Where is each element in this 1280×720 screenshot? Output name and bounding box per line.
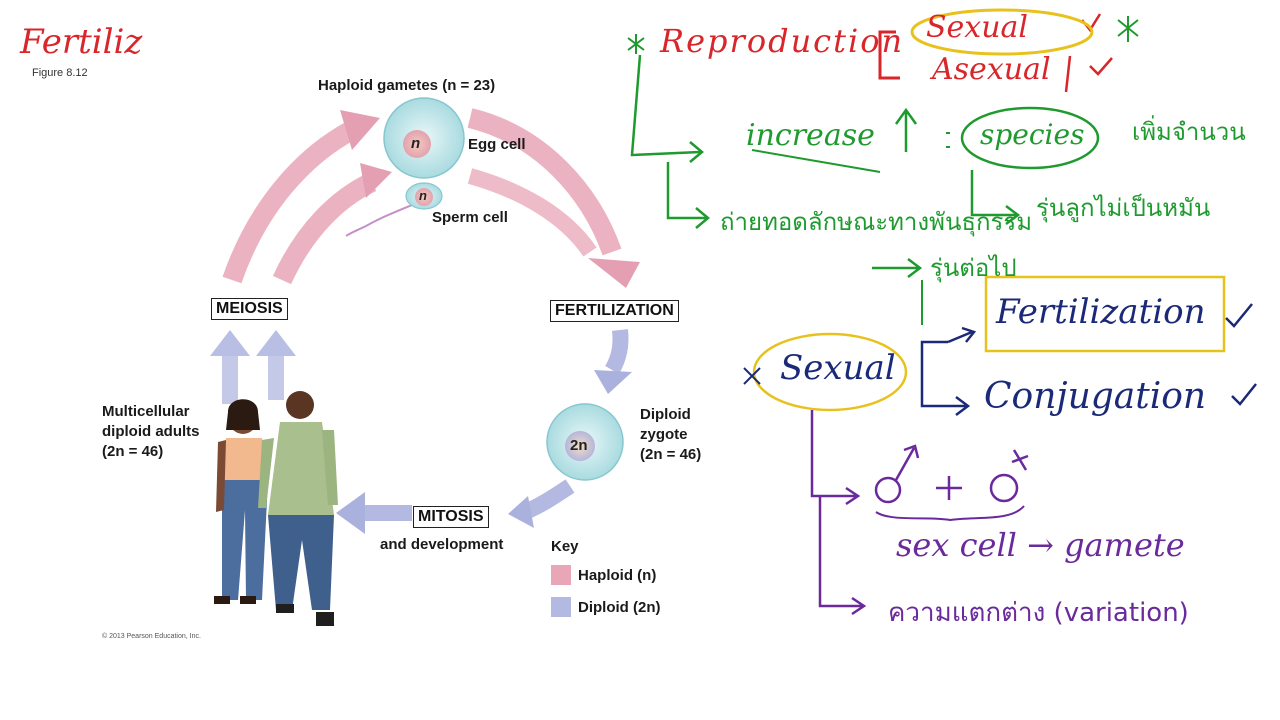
- note-fertilization: Fertilization: [996, 292, 1205, 332]
- up-arrow-right-head: [256, 330, 296, 356]
- egg-cell-label: Egg cell: [468, 136, 526, 153]
- to-adults-arrow: [362, 505, 412, 521]
- zygote-nucleus-label: 2n: [570, 437, 588, 454]
- adults-illustration: [214, 391, 338, 626]
- navy-arrow-top: [948, 328, 974, 342]
- plus-sign: [936, 476, 962, 500]
- note-thai-4: รุ่นต่อไป: [930, 248, 1017, 287]
- green-branch-main: [632, 55, 700, 155]
- copyright: © 2013 Pearson Education, Inc.: [102, 633, 201, 640]
- haploid-gametes-label: Haploid gametes (n = 23): [318, 77, 495, 94]
- green-branch-2: [668, 162, 706, 218]
- to-zygote-arrow-head: [594, 370, 632, 394]
- purple-trunk: [812, 410, 858, 504]
- note-reproduction: Reproduction: [660, 22, 904, 60]
- key-title: Key: [551, 538, 579, 555]
- fertilization-label: FERTILIZATION: [550, 300, 679, 322]
- figure-label: Figure 8.12: [32, 67, 88, 79]
- key-haploid-label: Haploid (n): [578, 567, 656, 584]
- sperm-cell-label: Sperm cell: [432, 209, 508, 226]
- adults-label: Multicellular diploid adults (2n = 46): [102, 402, 200, 462]
- green-underline-increase: [752, 150, 880, 172]
- male-symbol-arrow: [896, 446, 918, 480]
- male-symbol-circle: [876, 478, 900, 502]
- green-star-left: [628, 34, 644, 54]
- purple-brace: [876, 506, 1024, 520]
- navy-branch: [922, 342, 968, 415]
- key-diploid-swatch: [551, 597, 571, 617]
- green-star-right: [1118, 16, 1138, 42]
- mitosis-label: MITOSIS: [413, 506, 489, 528]
- to-adults-arrow-head: [336, 492, 365, 534]
- up-arrow-right-shaft: [268, 352, 284, 400]
- note-thai-1: เพิ่มจำนวน: [1132, 112, 1246, 151]
- navy-star: [744, 368, 760, 384]
- sperm-tail: [346, 205, 412, 236]
- note-asexual: Asexual: [932, 52, 1051, 87]
- note-thai-2: ถ่ายทอดลักษณะทางพันธุกรรม: [720, 202, 1032, 241]
- note-increase: increase: [746, 118, 875, 153]
- red-check-2: [1090, 58, 1112, 74]
- note-sexual: Sexual: [926, 10, 1028, 45]
- female-symbol-cross: [1012, 450, 1028, 470]
- note-sex-cell: sex cell → gamete: [896, 526, 1185, 564]
- fertilization-arrow-head: [588, 258, 640, 288]
- sperm-nucleus-label: n: [419, 188, 427, 203]
- green-arrow-4: [872, 259, 920, 277]
- to-mitosis-arrow: [525, 486, 570, 512]
- purple-trunk-2: [820, 496, 864, 614]
- up-arrow-left-head: [210, 330, 250, 356]
- note-species: species: [980, 118, 1084, 151]
- note-conjugation: Conjugation: [984, 376, 1206, 417]
- note-sexual-2: Sexual: [780, 348, 896, 388]
- key-diploid-label: Diploid (2n): [578, 599, 661, 616]
- development-label: and development: [380, 536, 503, 553]
- to-zygote-arrow: [612, 330, 621, 370]
- meiosis-arrow-inner: [282, 182, 372, 280]
- scribble-top-left: Fertiliz: [20, 22, 142, 62]
- meiosis-label: MEIOSIS: [211, 298, 288, 320]
- key-haploid-swatch: [551, 565, 571, 585]
- note-thai-5: ความแตกต่าง (variation): [888, 592, 1189, 633]
- egg-nucleus-label: n: [411, 135, 420, 152]
- note-thai-3: รุ่นลูกไม่เป็นหมัน: [1036, 188, 1210, 227]
- green-up-arrow: [896, 110, 916, 152]
- up-arrow-left-shaft: [222, 352, 238, 404]
- female-symbol-circle: [991, 475, 1017, 501]
- to-mitosis-arrow-head: [508, 496, 534, 528]
- diploid-zygote-label: Diploid zygote (2n = 46): [640, 405, 701, 465]
- red-tick-asexual: [1066, 56, 1070, 92]
- navy-checks: [1226, 304, 1256, 404]
